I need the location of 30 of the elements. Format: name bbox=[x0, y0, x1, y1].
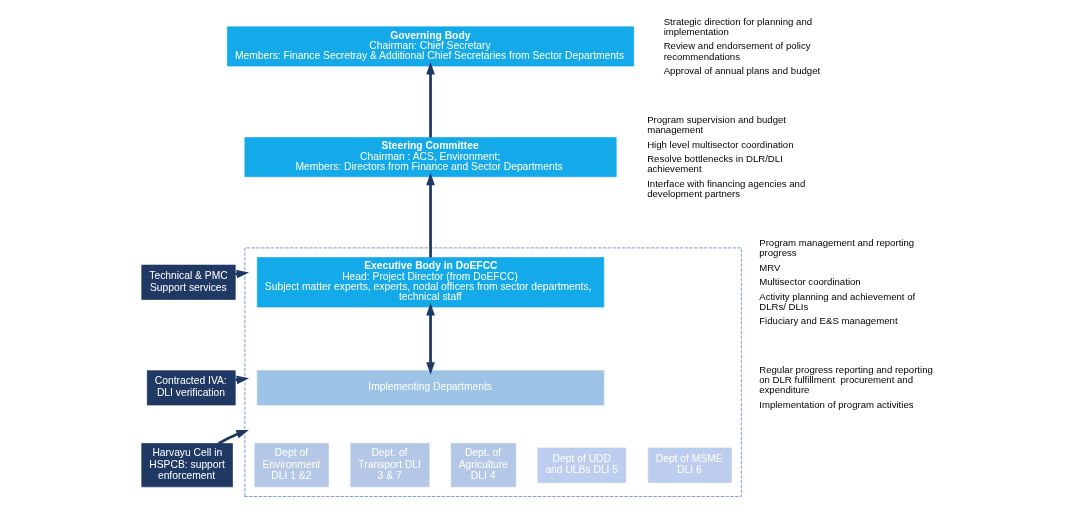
node-box: Steering Committee Chairman : ACS, Environment; Members: Directors from Finance and Sector Departments bbox=[244, 137, 617, 178]
node-box: Dept of UDD and ULBs DLI 5 bbox=[537, 447, 627, 483]
node-label: Multisector coordination bbox=[759, 276, 861, 288]
node-box: Dept of Environment DLI 1 &2 bbox=[254, 443, 329, 488]
node-box: Dept. of Agriculture DLI 4 bbox=[450, 443, 517, 488]
node-label: Resolve bottlenecks in DLR/DLI achievement bbox=[647, 153, 783, 175]
node-box: Dept of MSME DLI 6 bbox=[647, 447, 732, 483]
arrow bbox=[426, 172, 435, 258]
node-label: Fiduciary and E&S management bbox=[759, 315, 898, 327]
node-label: High level multisector coordination bbox=[647, 138, 794, 150]
node-box: Harvayu Cell in HSPCB: support enforcement bbox=[141, 443, 233, 488]
node-label: Regular progress reporting and reporting on DLR fulfillment procurement and expenditure bbox=[759, 363, 933, 396]
node-label: MRV bbox=[759, 261, 781, 273]
node-box: Dept. of Transport DLI 3 & 7 bbox=[350, 443, 430, 488]
node-label: Interface with financing agencies and development partners bbox=[647, 177, 806, 200]
arrow bbox=[426, 62, 435, 138]
arrow bbox=[217, 429, 249, 445]
node-box: Governing Body Chairman: Chief Secretary Members: Finance Secretray & Additional Chief Secretaries from Sector Departments bbox=[227, 26, 635, 67]
node-label: Implementation of program activities bbox=[759, 398, 914, 410]
arrow bbox=[426, 302, 435, 375]
node-box: Implementing Departments bbox=[256, 370, 605, 406]
node-label: Activity planning and achievement of DLRs/ DLIs bbox=[759, 290, 916, 312]
node-label: Strategic direction for planning and implementation bbox=[663, 15, 813, 37]
node-box: Executive Body in DoEFCC Head: Project Director (from DoEFCC) Subject matter experts, experts, nodal officers from sector departments, technical staff bbox=[256, 257, 605, 308]
node-label: Review and endorsement of policy recommendations bbox=[663, 40, 811, 62]
node-label: Program supervision and budget management bbox=[647, 113, 787, 136]
cluster bbox=[244, 247, 742, 497]
node-label: Approval of annual plans and budget bbox=[663, 65, 821, 77]
node-box: Technical & PMC Support services bbox=[141, 264, 236, 300]
node-label: Program management and reporting progress bbox=[759, 236, 915, 259]
